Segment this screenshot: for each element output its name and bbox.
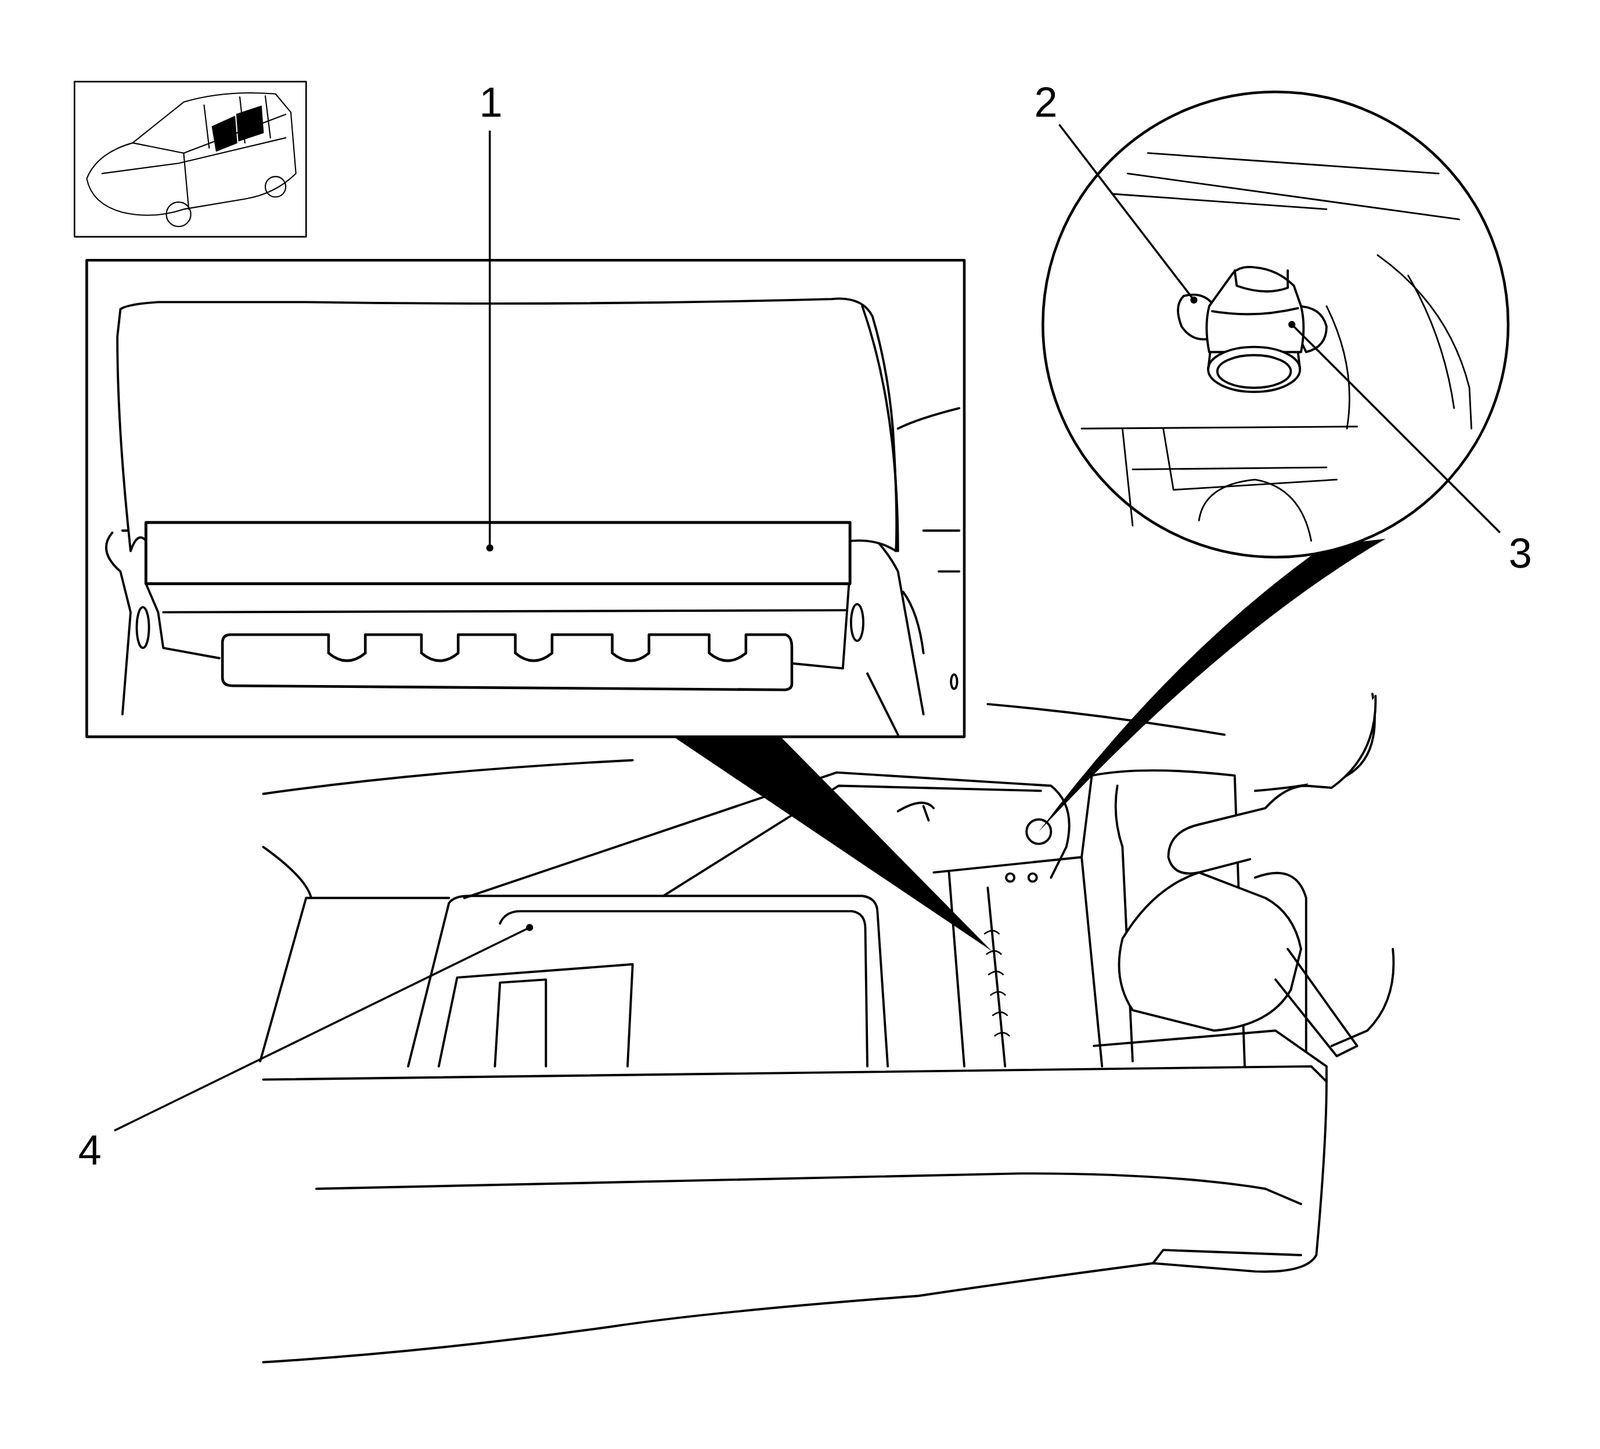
callout-number: 2	[1034, 81, 1058, 124]
callout-number: 3	[1508, 532, 1533, 575]
callout-number: 1	[478, 81, 503, 124]
callout-number: 4	[78, 1129, 102, 1171]
